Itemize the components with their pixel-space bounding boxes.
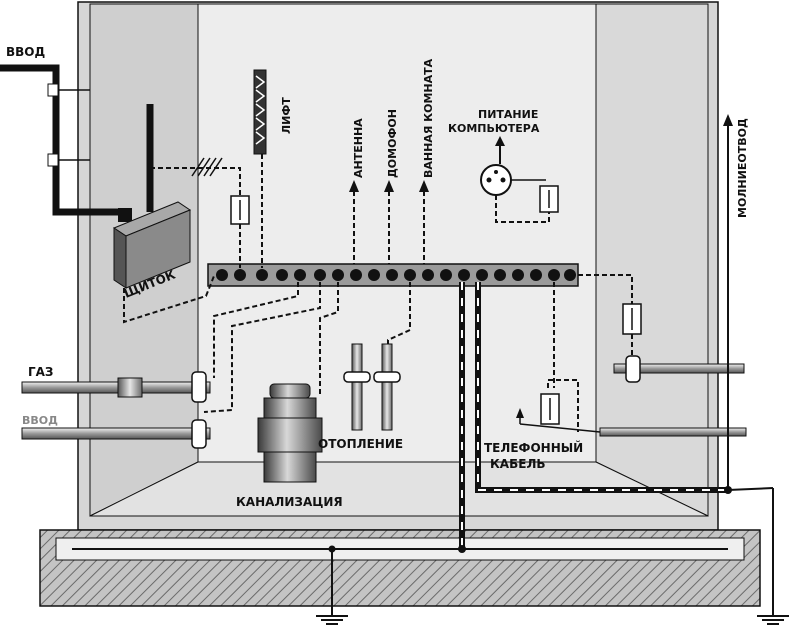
main-pe-conductor [458,282,774,553]
label-kanalizatsiya: КАНАЛИЗАЦИЯ [236,495,343,509]
lift-cable [253,69,267,155]
label-vannaya: ВАННАЯ КОМНАТА [422,58,435,178]
gas-pipe [21,371,211,403]
electrical-panel [112,104,192,289]
arrow-domofon [384,180,394,268]
bus-terminals [216,269,576,281]
right-wall-pipe [613,355,745,383]
arrow-antenna [349,180,359,268]
label-gaz: ГАЗ [28,365,53,379]
label-antenna: АНТЕННА [352,118,365,178]
label-molnieotvod: МОЛНИЕОТВОД [736,118,749,218]
surge-protector-panel [230,195,250,225]
bonding-wires [123,154,633,432]
phone-cable [516,408,747,437]
label-domofon: ДОМОФОН [386,109,399,178]
label-otoplenie: ОТОПЛЕНИЕ [318,437,403,451]
foundation [39,529,761,607]
label-pitanie-1: ПИТАНИЕ [478,108,538,121]
surge-protector-phone [540,393,560,425]
bus-bar [207,263,579,287]
label-vvod-bottom: ВВОД [22,414,58,427]
label-vvod-top: ВВОД [6,45,45,59]
right-wall [595,3,709,517]
heating-pipes [343,343,401,431]
sewer-pipe [257,383,323,483]
ground-electrode-center [316,549,348,625]
computer-socket [480,136,559,223]
arrow-vannaya [419,180,429,268]
lightning-rod-conductor [723,114,774,548]
water-pipe [21,419,211,449]
label-pitanie-2: КОМПЬЮТЕРА [448,122,540,135]
label-lift: ЛИФТ [280,97,293,134]
input-cable [0,64,120,216]
label-telefon-1: ТЕЛЕФОННЫЙ [484,440,583,455]
surge-protector-right [622,303,642,335]
wire-hatch [191,157,223,177]
label-telefon-2: КАБЕЛЬ [490,457,546,471]
